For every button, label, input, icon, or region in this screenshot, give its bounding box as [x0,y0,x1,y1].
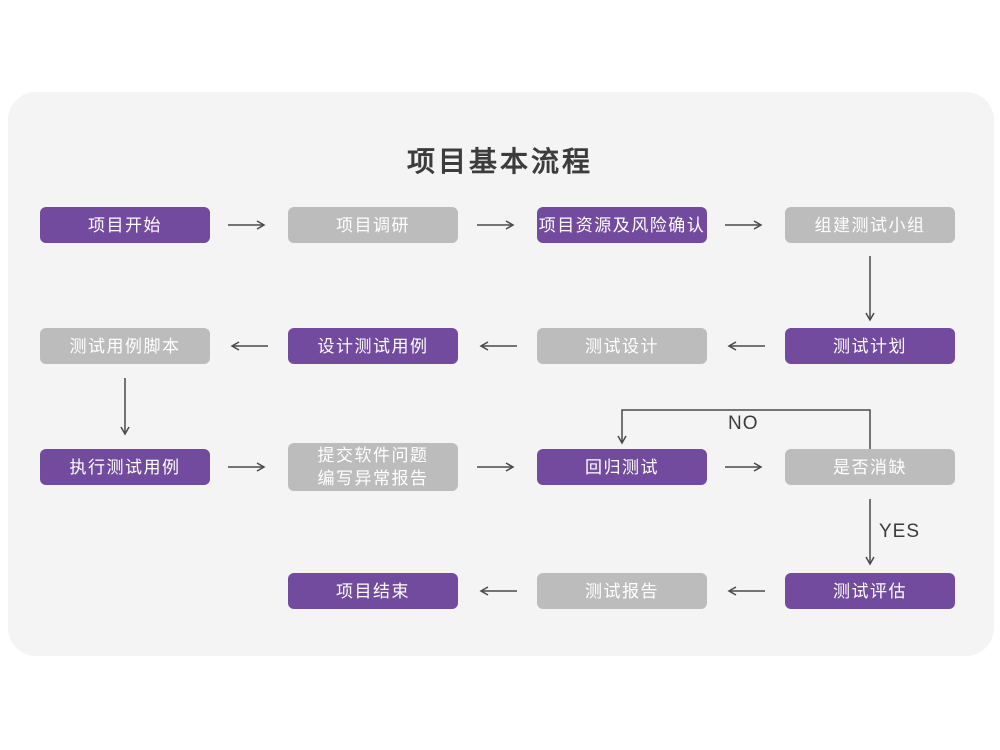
node-test-plan: 测试计划 [785,328,955,364]
node-test-evaluation: 测试评估 [785,573,955,609]
node-resource-risk-confirm: 项目资源及风险确认 [537,207,707,243]
node-execute-test-cases: 执行测试用例 [40,449,210,485]
node-defect-resolved: 是否消缺 [785,449,955,485]
node-test-case-script: 测试用例脚本 [40,328,210,364]
node-project-start: 项目开始 [40,207,210,243]
branch-label-yes: YES [879,521,921,542]
diagram-title: 项目基本流程 [406,146,593,177]
diagram-card [8,92,994,656]
node-project-end: 项目结束 [288,573,458,609]
node-submit-issue-report: 提交软件问题 编写异常报告 [288,443,458,491]
node-test-design: 测试设计 [537,328,707,364]
node-form-test-team: 组建测试小组 [785,207,955,243]
node-regression-test: 回归测试 [537,449,707,485]
node-test-report: 测试报告 [537,573,707,609]
node-project-research: 项目调研 [288,207,458,243]
node-design-test-cases: 设计测试用例 [288,328,458,364]
branch-label-no: NO [728,413,759,434]
